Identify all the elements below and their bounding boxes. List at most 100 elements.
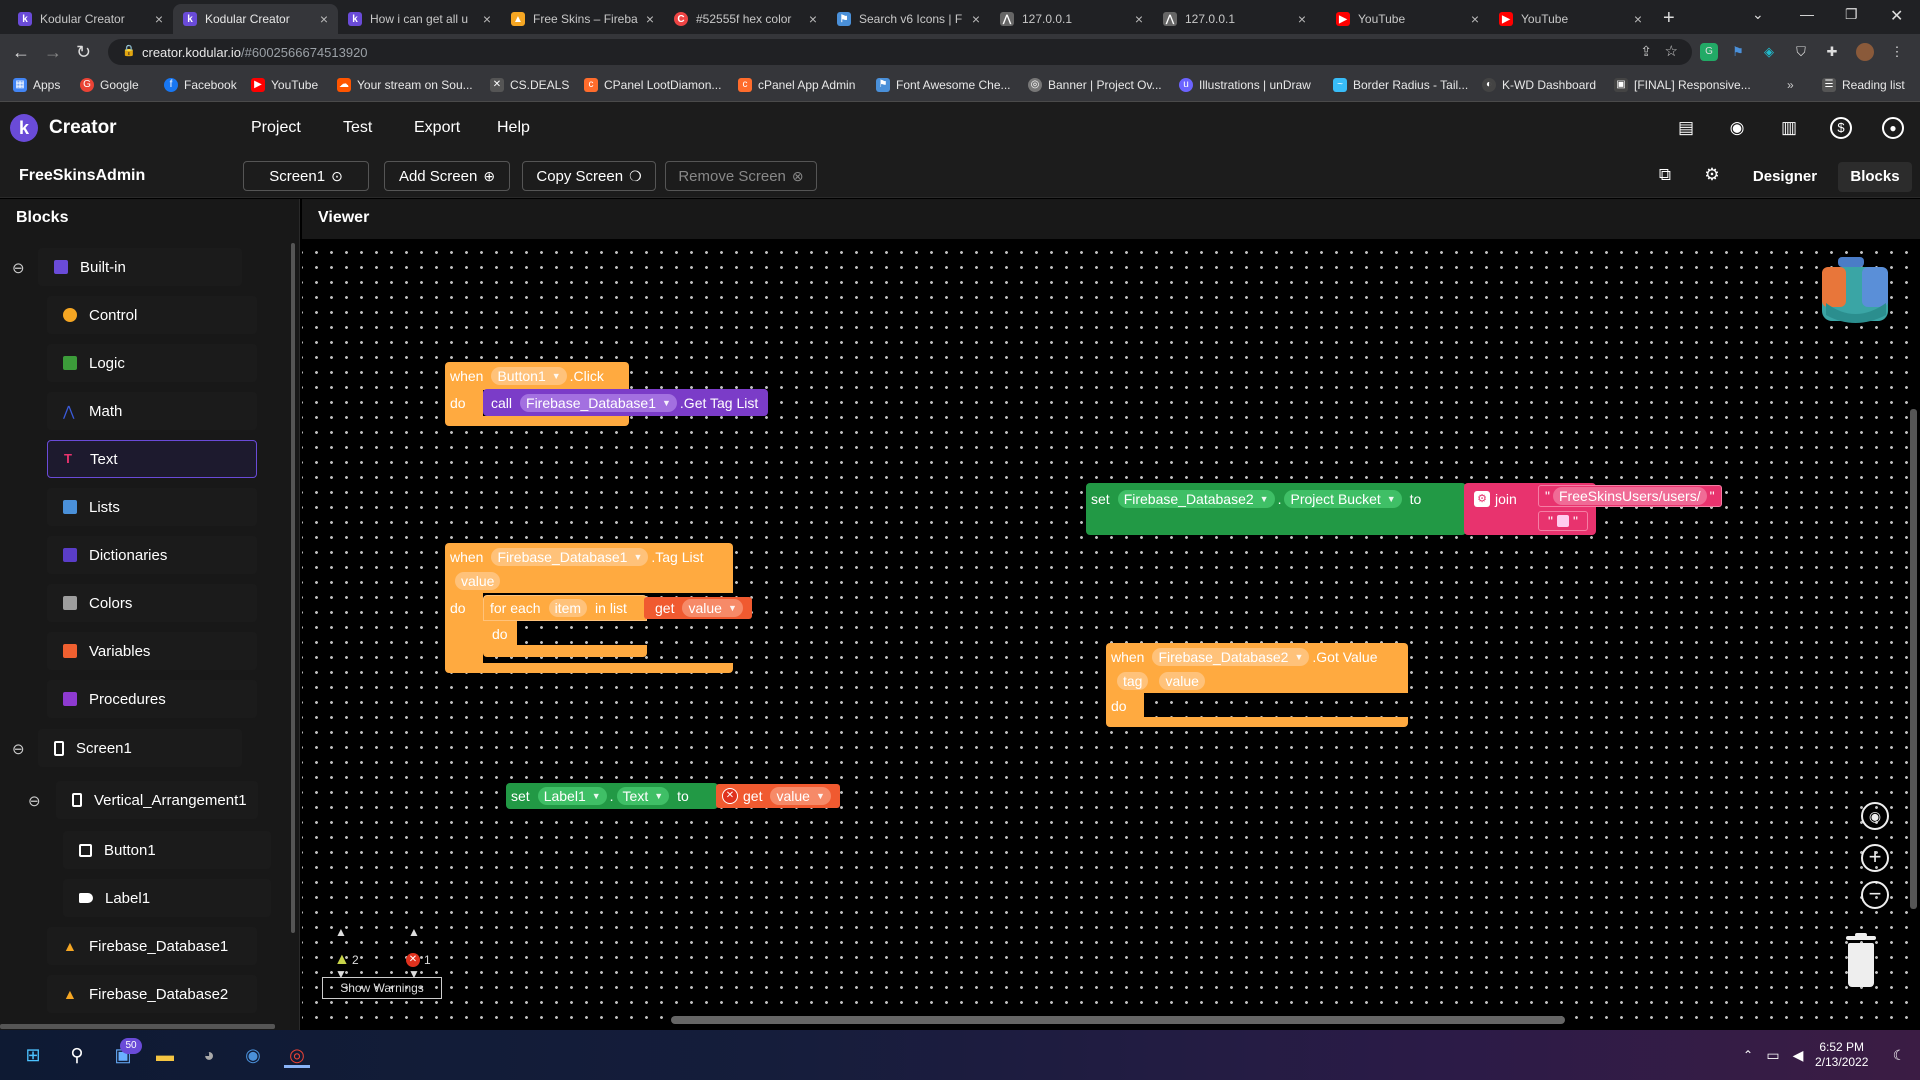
file-explorer-icon[interactable]: ▬ <box>156 1045 174 1065</box>
bookmark-item[interactable]: ☁Your stream on Sou... <box>337 78 473 92</box>
variable-dropdown[interactable]: value▼ <box>682 599 743 617</box>
prev-warning-arrow[interactable]: ▲ <box>335 925 347 939</box>
folder-icon[interactable]: ▤ <box>1677 118 1695 137</box>
variable-dropdown[interactable]: value▼ <box>770 787 831 805</box>
close-tab-icon[interactable]: × <box>1633 11 1642 27</box>
error-icon[interactable]: ✕ <box>722 788 738 804</box>
workspace-vertical-scrollbar[interactable] <box>1910 409 1917 909</box>
windows-start-icon[interactable]: ⊞ <box>25 1045 41 1065</box>
bookmark-item[interactable]: ◐K-WD Dashboard <box>1482 78 1596 92</box>
reading-list-button[interactable]: ☰Reading list <box>1822 78 1905 92</box>
sidebar-item-lists[interactable]: Lists <box>47 488 257 526</box>
component-dropdown[interactable]: Firebase_Database1▼ <box>520 393 677 412</box>
close-tab-icon[interactable]: × <box>482 11 491 27</box>
browser-tab[interactable]: k How i can get all u× <box>338 4 501 34</box>
call-block-get-tag-list[interactable]: call Firebase_Database1▼ .Get Tag List <box>483 389 769 416</box>
designer-button[interactable]: Designer <box>1752 168 1818 185</box>
tray-overflow-icon[interactable]: ⌃ <box>1742 1048 1754 1062</box>
menu-help[interactable]: Help <box>497 119 530 136</box>
menu-export[interactable]: Export <box>414 119 461 136</box>
forward-button[interactable]: → <box>44 42 62 62</box>
menu-test[interactable]: Test <box>343 119 373 136</box>
close-tab-icon[interactable]: × <box>971 11 980 27</box>
collapse-builtin-icon[interactable]: ⊖ <box>12 260 25 277</box>
extension-bookmark-icon[interactable]: ⚑ <box>1732 44 1744 59</box>
show-warnings-button[interactable]: Show Warnings <box>322 977 442 999</box>
network-icon[interactable]: ▭ <box>1766 1047 1780 1063</box>
new-tab-button[interactable]: + <box>1663 7 1675 29</box>
bookmark-item[interactable]: ✕CS.DEALS <box>490 78 569 92</box>
screen-selector[interactable]: Screen1⊙ <box>243 161 369 191</box>
back-button[interactable]: ← <box>12 42 30 62</box>
volume-icon[interactable]: ◀ <box>1792 1047 1804 1063</box>
extension-diamond-icon[interactable]: ◈ <box>1764 44 1774 59</box>
sidebar-scrollbar[interactable] <box>291 243 295 933</box>
remove-screen-button[interactable]: Remove Screen⊗ <box>665 161 817 191</box>
sidebar-horizontal-scrollbar[interactable] <box>0 1024 275 1029</box>
browser-menu-icon[interactable]: ⋮ <box>1890 44 1904 59</box>
browser-tab[interactable]: C #52555f hex color× <box>664 4 827 34</box>
get-variable-block[interactable]: ✕ get value▼ <box>716 784 840 808</box>
loop-variable[interactable]: item <box>548 599 588 617</box>
component-dropdown[interactable]: Button1▼ <box>491 367 567 385</box>
guide-icon[interactable]: ▥ <box>1780 118 1798 137</box>
sidebar-item-dictionaries[interactable]: Dictionaries <box>47 536 257 574</box>
app-icon[interactable]: ◕ <box>203 1045 215 1065</box>
component-dropdown[interactable]: Firebase_Database2▼ <box>1152 648 1310 666</box>
browser-tab[interactable]: ▶ YouTube× <box>1326 4 1489 34</box>
browser-tab-active[interactable]: k Kodular Creator× <box>173 4 338 34</box>
reload-button[interactable]: ↻ <box>76 42 92 62</box>
restore-button[interactable]: ❐ <box>1845 6 1858 22</box>
sidebar-item-colors[interactable]: Colors <box>47 584 257 622</box>
extension-translate-icon[interactable]: G <box>1700 43 1718 61</box>
bookmark-item[interactable]: ▣[FINAL] Responsive... <box>1614 78 1751 92</box>
app-icon[interactable]: ◉ <box>245 1045 261 1065</box>
extensions-puzzle-icon[interactable]: ✚ <box>1826 44 1838 59</box>
sidebar-item-logic[interactable]: Logic <box>47 344 257 382</box>
notifications-icon[interactable]: ☾ <box>1892 1047 1906 1063</box>
sidebar-item-math[interactable]: ⋀Math <box>47 392 257 430</box>
property-dropdown[interactable]: Project Bucket▼ <box>1284 490 1402 508</box>
bookmark-star-icon[interactable]: ☆ <box>1664 43 1678 60</box>
profile-avatar[interactable] <box>1856 43 1874 61</box>
text-value[interactable]: FreeSkinsUsers/users/ <box>1552 487 1707 505</box>
dollar-icon[interactable]: $ <box>1830 117 1852 139</box>
close-tab-icon[interactable]: × <box>1297 11 1306 27</box>
bookmark-item[interactable]: ▶YouTube <box>251 78 318 92</box>
add-screen-button[interactable]: Add Screen⊕ <box>384 161 510 191</box>
zoom-out-button[interactable]: − <box>1861 881 1889 909</box>
more-bookmarks-icon[interactable]: » <box>1787 78 1794 92</box>
tab-search-icon[interactable]: ⌄ <box>1752 6 1764 22</box>
browser-tab[interactable]: k Kodular Creator× <box>8 4 173 34</box>
bookmark-item[interactable]: ▦Apps <box>13 78 60 92</box>
tree-button1[interactable]: Button1 <box>63 831 271 869</box>
close-tab-icon[interactable]: × <box>319 11 328 27</box>
text-string-block[interactable]: " FreeSkinsUsers/users/ " <box>1538 485 1722 507</box>
component-dropdown[interactable]: Label1▼ <box>537 787 607 805</box>
component-dropdown[interactable]: Firebase_Database1▼ <box>491 548 649 566</box>
url-input[interactable]: 🔒 creator.kodular.io/#6002566674513920 ⇪… <box>108 39 1692 65</box>
next-error-arrow[interactable]: ▼ <box>408 967 420 981</box>
close-tab-icon[interactable]: × <box>808 11 817 27</box>
next-warning-arrow[interactable]: ▼ <box>335 967 347 981</box>
palette-icon[interactable]: ◉ <box>1729 118 1745 137</box>
property-dropdown[interactable]: Text▼ <box>616 787 670 805</box>
blocks-button[interactable]: Blocks <box>1838 162 1912 192</box>
event-parameter[interactable]: tag <box>1117 672 1149 690</box>
sidebar-item-control[interactable]: Control <box>47 296 257 334</box>
close-window-button[interactable]: ✕ <box>1890 8 1904 25</box>
sidebar-item-variables[interactable]: Variables <box>47 632 257 670</box>
tree-vertical-arrangement[interactable]: Vertical_Arrangement1 <box>56 781 258 819</box>
blocks-workspace[interactable]: when Button1▼ .Click do call Firebase_Da… <box>302 239 1920 1030</box>
component-dropdown[interactable]: Firebase_Database2▼ <box>1117 490 1275 508</box>
tree-firebase-database2[interactable]: ▲Firebase_Database2 <box>47 975 257 1013</box>
browser-tab[interactable]: ⋀ 127.0.0.1× <box>1153 4 1316 34</box>
account-icon[interactable]: ● <box>1882 117 1904 139</box>
empty-text-block[interactable]: " " <box>1538 511 1588 531</box>
collapse-arrangement-icon[interactable]: ⊖ <box>28 793 41 810</box>
kodular-logo[interactable]: k <box>10 114 38 142</box>
